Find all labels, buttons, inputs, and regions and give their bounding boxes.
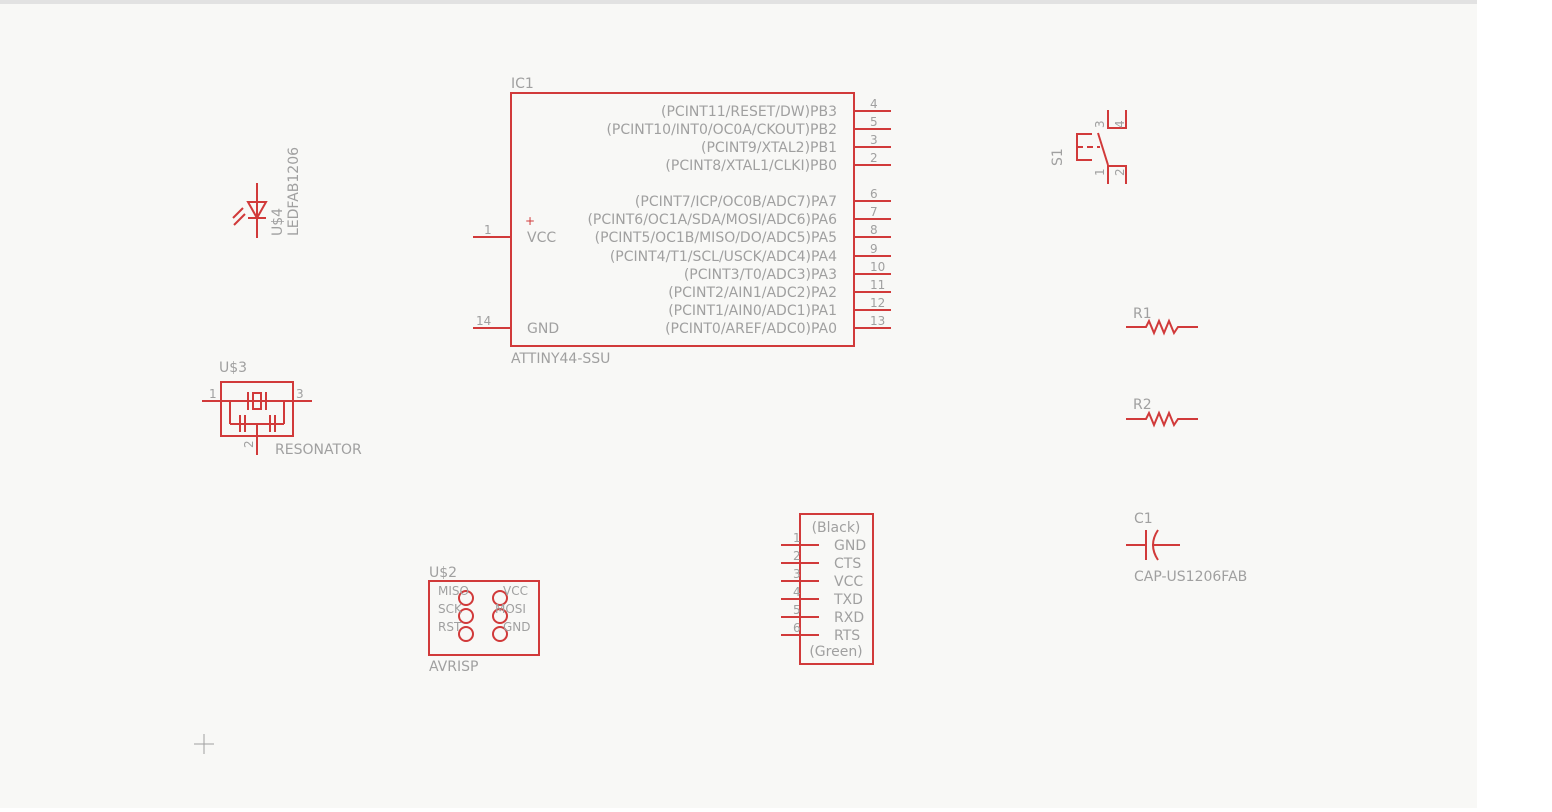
pin-label: SCK xyxy=(438,602,463,616)
pin-number: 3 xyxy=(1093,120,1107,128)
pin-label: VCC xyxy=(503,584,528,598)
pin-pad xyxy=(492,626,508,642)
pin-label: GND xyxy=(834,538,866,554)
pin-label: GND xyxy=(503,620,531,634)
pin-number: 12 xyxy=(870,296,885,310)
led-value: LEDFAB1206 xyxy=(286,147,302,236)
pin-label: (PCINT2/AIN1/ADC2)PA2 xyxy=(668,285,837,301)
pin-label: (PCINT3/T0/ADC3)PA3 xyxy=(684,267,837,283)
pin-number: 3 xyxy=(870,133,878,147)
crosshair-cursor-icon xyxy=(194,734,214,754)
pin-pad xyxy=(492,608,508,624)
pin-label: VCC xyxy=(527,230,556,246)
pin-label: (PCINT6/OC1A/SDA/MOSI/ADC6)PA6 xyxy=(587,212,837,228)
pin-number: 3 xyxy=(296,387,304,401)
avrisp-value: AVRISP xyxy=(429,659,478,675)
light-arrow-icon xyxy=(233,213,246,226)
pin-number: 2 xyxy=(793,549,801,563)
pin-pad xyxy=(458,608,474,624)
origin-cross: + xyxy=(525,214,535,228)
c1-value: CAP-US1206FAB xyxy=(1134,569,1247,585)
pin-label: MISO xyxy=(438,584,469,598)
pin-number: 2 xyxy=(1113,168,1127,176)
ftdi-top-label: (Black) xyxy=(812,520,861,536)
pin-pad xyxy=(492,590,508,606)
pin-number: 7 xyxy=(870,205,878,219)
led-u4[interactable]: U$4 LEDFAB1206 xyxy=(232,147,302,238)
pin-number: 11 xyxy=(870,278,885,292)
capacitor-c1[interactable]: C1 CAP-US1206FAB xyxy=(1126,511,1247,585)
pin-label: RTS xyxy=(834,628,860,644)
pin-label: (PCINT5/OC1B/MISO/DO/ADC5)PA5 xyxy=(595,230,837,246)
pin-label: (PCINT11/RESET/DW)PB3 xyxy=(661,104,837,120)
pin-number: 6 xyxy=(870,187,878,201)
pin-label: (PCINT7/ICP/OC0B/ADC7)PA7 xyxy=(635,194,837,210)
schematic-canvas[interactable]: IC1 ATTINY44-SSU + 4 (PCINT11/RESET/DW)PB… xyxy=(0,0,1477,808)
pin-label: TXD xyxy=(833,592,863,608)
pin-number: 2 xyxy=(870,151,878,165)
r1-name: R1 xyxy=(1133,306,1152,322)
pin-number: 1 xyxy=(793,531,801,545)
pin-number: 4 xyxy=(870,97,878,111)
pin-number: 4 xyxy=(1113,120,1127,128)
pin-number: 5 xyxy=(870,115,878,129)
resonator-u3[interactable]: U$3 1 3 2 RESONATOR xyxy=(202,360,362,458)
pin-label: (PCINT9/XTAL2)PB1 xyxy=(701,140,837,156)
pin-label: (PCINT1/AIN0/ADC1)PA1 xyxy=(668,303,837,319)
resistor-r2[interactable]: R2 xyxy=(1126,397,1198,428)
pin-label: RST xyxy=(438,620,462,634)
pin-label: (PCINT10/INT0/OC0A/CKOUT)PB2 xyxy=(606,122,837,138)
ic1-name: IC1 xyxy=(511,76,534,92)
switch-s1[interactable]: S1 1 2 3 4 xyxy=(1050,110,1127,184)
avrisp-u2[interactable]: U$2 AVRISP MISO SCK RST VCC MOSI GND xyxy=(428,565,540,675)
resistor-r1[interactable]: R1 xyxy=(1126,306,1198,336)
pin-number: 1 xyxy=(209,387,217,401)
r2-name: R2 xyxy=(1133,397,1152,413)
pin-number: 5 xyxy=(793,603,801,617)
pin-number: 8 xyxy=(870,223,878,237)
light-arrow-icon xyxy=(232,207,244,219)
pin-pad xyxy=(458,590,474,606)
pin-number: 13 xyxy=(870,314,885,328)
avrisp-name: U$2 xyxy=(429,565,457,581)
pin-number: 1 xyxy=(1093,168,1107,176)
led-name: U$4 xyxy=(270,208,286,236)
pin-label: VCC xyxy=(834,574,863,590)
pin-number: 1 xyxy=(484,223,492,237)
pin-label: (PCINT8/XTAL1/CLKI)PB0 xyxy=(665,158,837,174)
ic1-value: ATTINY44-SSU xyxy=(511,351,610,367)
pin-label: GND xyxy=(527,321,559,337)
resonator-value: RESONATOR xyxy=(275,442,362,458)
pin-label: (PCINT4/T1/SCL/USCK/ADC4)PA4 xyxy=(610,249,837,265)
pin-number: 4 xyxy=(793,585,801,599)
pin-label: CTS xyxy=(834,556,861,572)
pin-number: 6 xyxy=(793,621,801,635)
c1-name: C1 xyxy=(1134,511,1153,527)
pin-number: 2 xyxy=(242,440,256,448)
ic1-attiny44[interactable]: IC1 ATTINY44-SSU + 4 (PCINT11/RESET/DW)PB… xyxy=(473,76,891,367)
pin-number: 3 xyxy=(793,567,801,581)
switch-name: S1 xyxy=(1050,148,1066,166)
ftdi-bottom-label: (Green) xyxy=(809,644,862,660)
pin-label: RXD xyxy=(834,610,864,626)
resonator-name: U$3 xyxy=(219,360,247,376)
pin-number: 14 xyxy=(476,314,491,328)
pin-label: (PCINT0/AREF/ADC0)PA0 xyxy=(665,321,837,337)
pin-pad xyxy=(458,626,474,642)
pin-number: 9 xyxy=(870,242,878,256)
pin-number: 10 xyxy=(870,260,885,274)
pin-label: MOSI xyxy=(495,602,526,616)
schematic-svg[interactable]: IC1 ATTINY44-SSU + 4 (PCINT11/RESET/DW)PB… xyxy=(0,4,1477,812)
